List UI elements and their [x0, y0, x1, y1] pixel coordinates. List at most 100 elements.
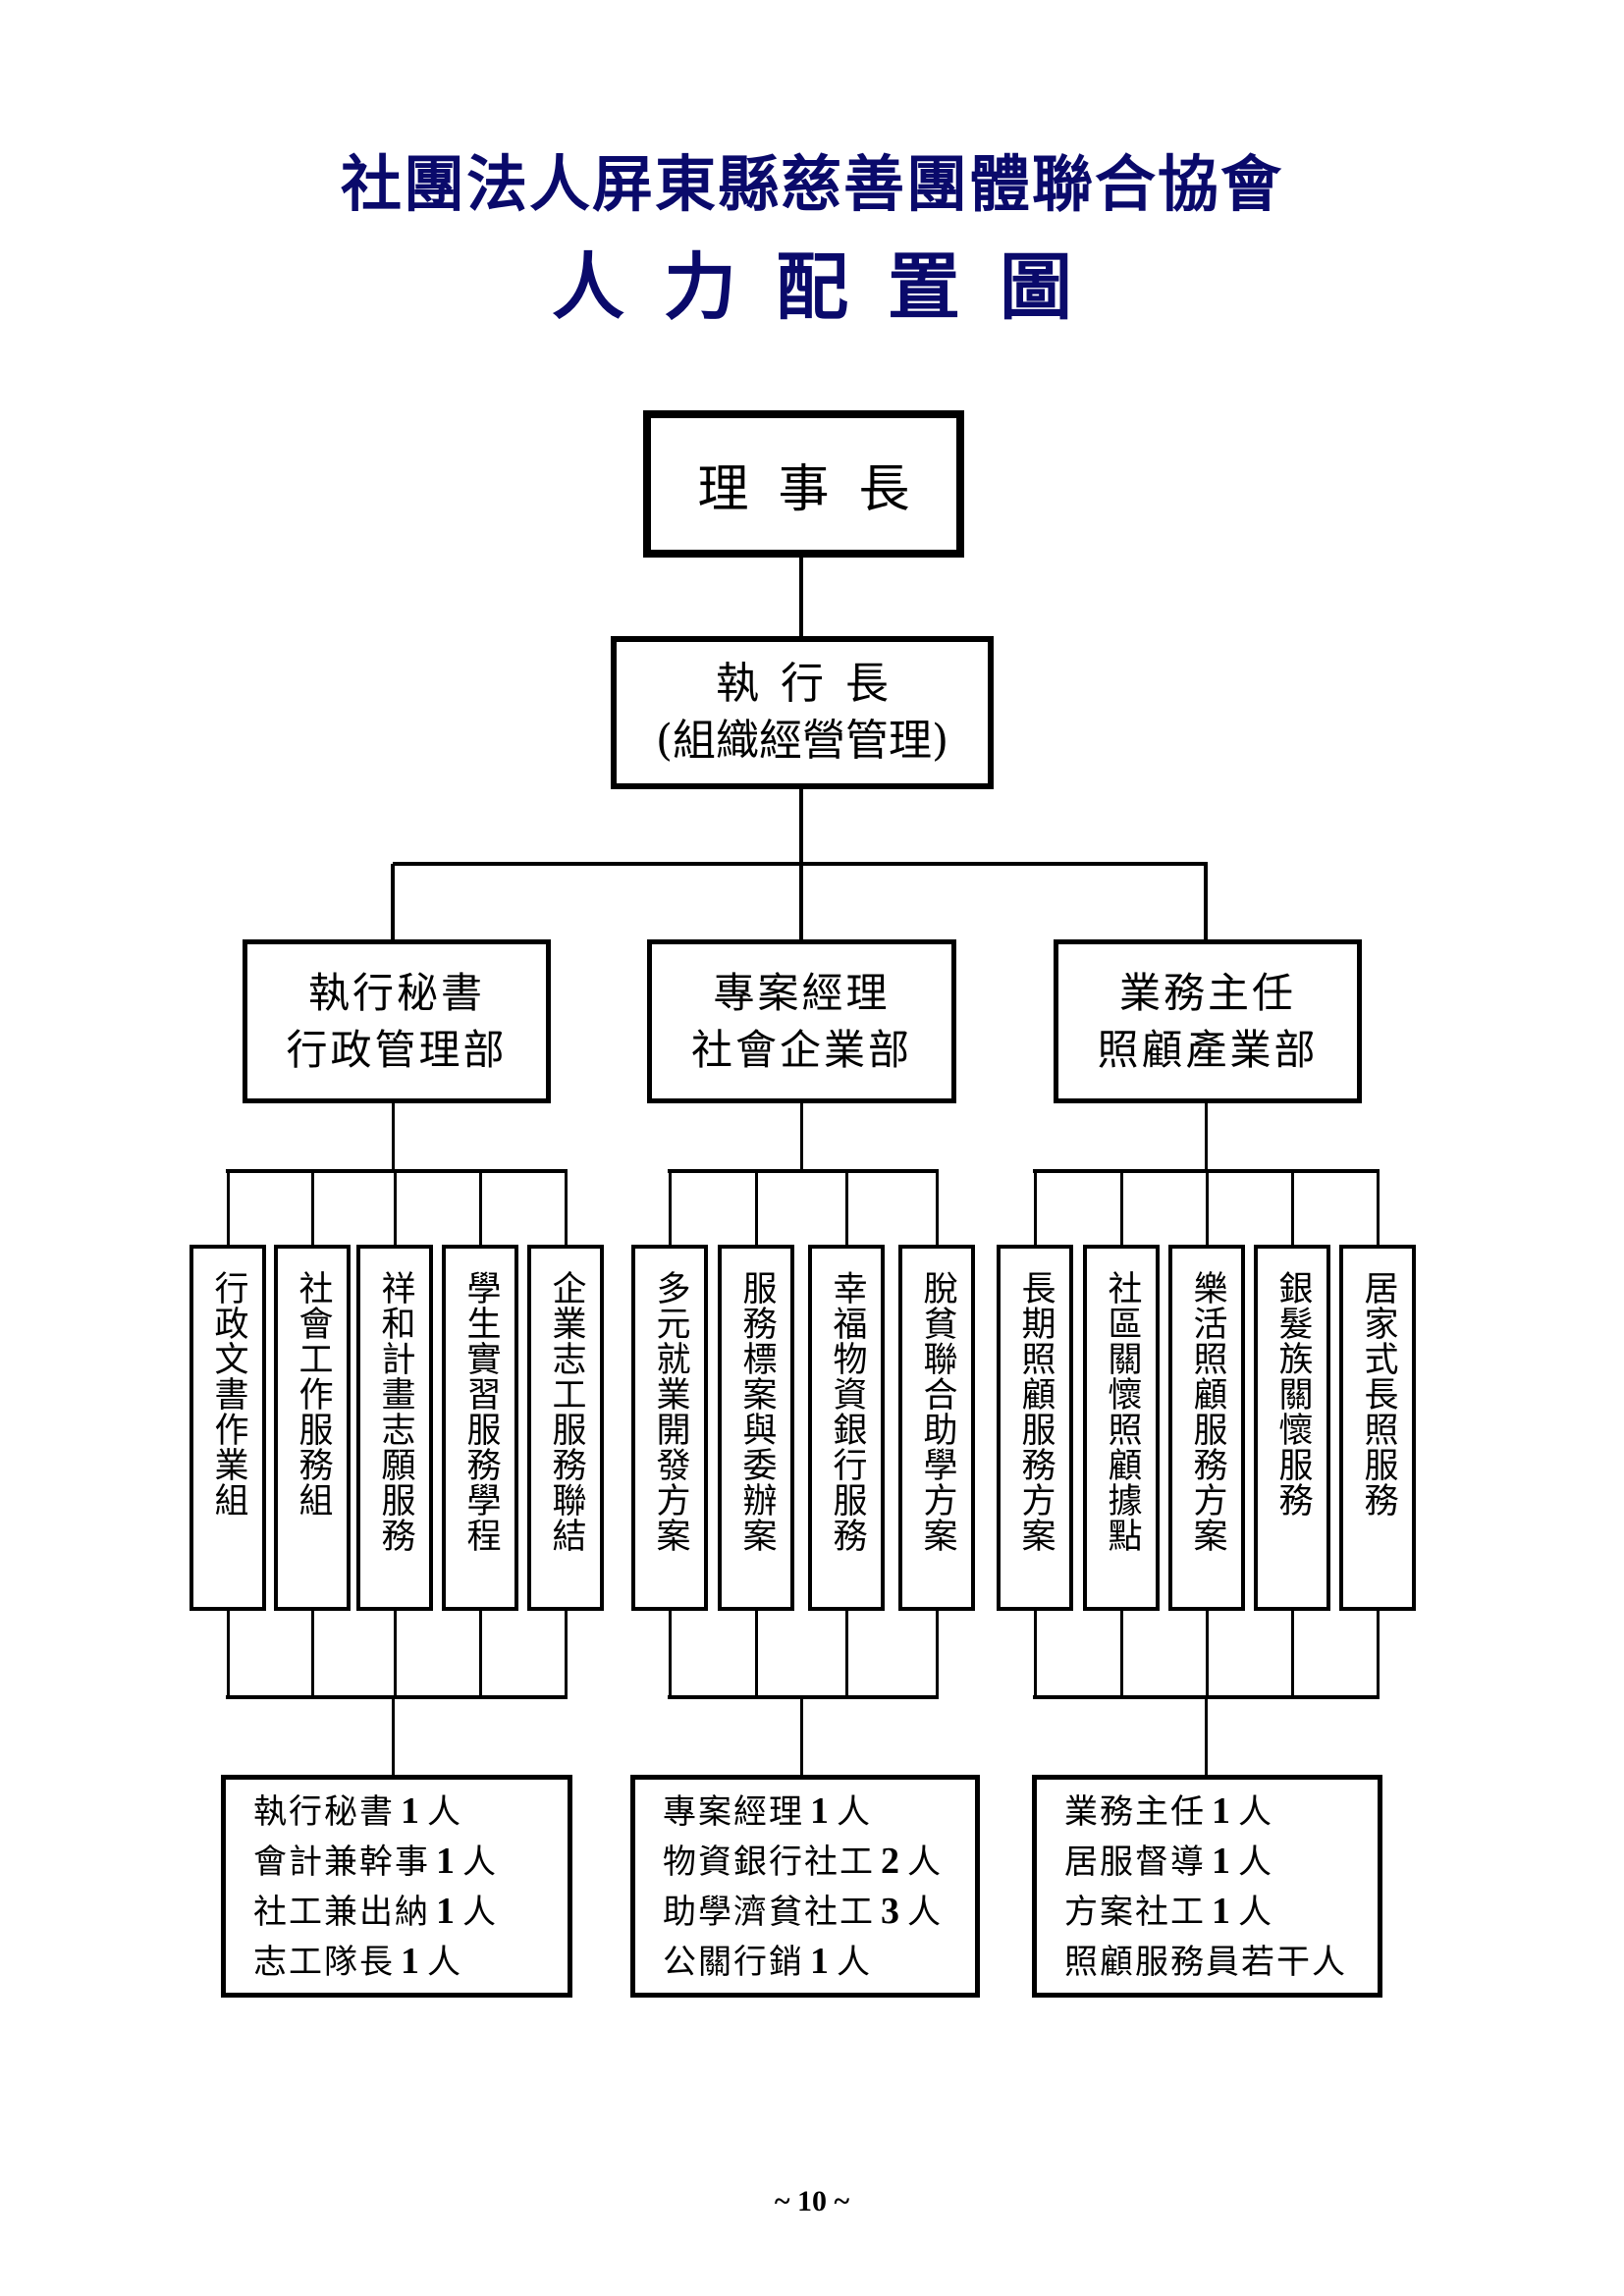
unit-box: 祥和計畫志願服務	[356, 1245, 433, 1611]
unit-label: 行政文書作業組	[208, 1270, 248, 1518]
staff-count: 1	[1212, 1789, 1232, 1832]
staff-role: 執行秘書	[253, 1791, 395, 1832]
staff-role: 會計兼幹事	[253, 1842, 430, 1882]
chairman-label: 理事長	[697, 459, 940, 519]
connector-line	[565, 1608, 568, 1697]
unit-label: 多元就業開發方案	[650, 1270, 690, 1553]
staff-count: 1	[1212, 1840, 1232, 1882]
staff-count: 1	[436, 1840, 457, 1882]
staff-suffix: 人	[907, 1892, 943, 1932]
unit-box: 社會工作服務組	[274, 1245, 351, 1611]
connector-line	[1291, 1608, 1294, 1697]
staff-suffix: 人	[462, 1842, 498, 1882]
staff-suffix: 人	[427, 1791, 462, 1832]
staff-count: 1	[401, 1940, 421, 1982]
connector-line	[394, 1171, 397, 1247]
connector-line	[799, 864, 803, 942]
unit-box: 銀髮族關懷服務	[1254, 1245, 1330, 1611]
unit-box: 脫貧聯合助學方案	[898, 1245, 975, 1611]
connector-line	[755, 1171, 758, 1247]
connector-line	[1034, 1608, 1037, 1697]
connector-line	[392, 1101, 395, 1171]
page-number: ~ 10 ~	[774, 2185, 850, 2217]
unit-label: 長期照顧服務方案	[1015, 1270, 1056, 1553]
connector-line	[1291, 1171, 1294, 1247]
unit-label: 居家式長照服務	[1358, 1270, 1398, 1518]
connector-line	[392, 1697, 395, 1777]
connector-line	[1205, 1101, 1208, 1171]
connector-line	[800, 1101, 803, 1171]
connector-line	[391, 864, 395, 942]
staff-row: 照顧服務員若干人	[1064, 1937, 1347, 1987]
department-box: 執行秘書行政管理部	[243, 939, 551, 1103]
unit-label: 社會工作服務組	[293, 1270, 333, 1518]
department-name: 照顧產業部	[1097, 1025, 1319, 1074]
unit-box: 居家式長照服務	[1339, 1245, 1416, 1611]
unit-box: 幸福物資銀行服務	[808, 1245, 885, 1611]
unit-label: 學生實習服務學程	[460, 1270, 501, 1553]
staff-role: 專案經理	[663, 1791, 804, 1832]
connector-line	[479, 1171, 482, 1247]
chairman-box: 理事長	[643, 410, 964, 558]
staff-role: 公關行銷	[663, 1942, 804, 1982]
connector-line	[311, 1171, 314, 1247]
staff-role: 業務主任	[1064, 1791, 1206, 1832]
department-name: 行政管理部	[286, 1025, 508, 1074]
unit-box: 服務標案與委辦案	[718, 1245, 794, 1611]
staff-role: 助學濟貧社工	[663, 1892, 875, 1932]
ceo-subtitle: (組織經營管理)	[655, 716, 949, 766]
staff-role: 方案社工	[1064, 1892, 1206, 1932]
staff-count: 1	[436, 1890, 457, 1932]
staff-count: 3	[881, 1890, 901, 1932]
unit-label: 銀髮族關懷服務	[1272, 1270, 1313, 1518]
department-box: 專案經理社會企業部	[647, 939, 956, 1103]
connector-line	[668, 1169, 939, 1173]
unit-label: 服務標案與委辦案	[736, 1270, 777, 1553]
connector-line	[227, 1171, 230, 1247]
unit-label: 幸福物資銀行服務	[827, 1270, 867, 1553]
unit-label: 樂活照顧服務方案	[1187, 1270, 1227, 1553]
connector-line	[565, 1171, 568, 1247]
department-head: 執行秘書	[307, 968, 485, 1017]
connector-line	[226, 1695, 568, 1699]
ceo-title: 執行長	[716, 659, 910, 709]
unit-label: 企業志工服務聯結	[546, 1270, 586, 1553]
staff-suffix: 人	[837, 1942, 872, 1982]
connector-line	[1377, 1171, 1380, 1247]
connector-line	[669, 1608, 672, 1697]
staff-role: 社工兼出納	[253, 1892, 430, 1932]
staff-count: 1	[810, 1789, 831, 1832]
staff-role: 照顧服務員若干	[1064, 1942, 1312, 1982]
connector-line	[311, 1608, 314, 1697]
org-title: 社團法人屏東縣慈善團體聯合協會	[340, 148, 1283, 220]
staff-role: 物資銀行社工	[663, 1842, 875, 1882]
unit-box: 樂活照顧服務方案	[1168, 1245, 1245, 1611]
staff-suffix: 人	[1238, 1892, 1273, 1932]
unit-box: 社區關懷照顧據點	[1083, 1245, 1160, 1611]
connector-line	[1204, 864, 1208, 942]
connector-line	[669, 1171, 672, 1247]
connector-line	[1205, 1697, 1208, 1777]
staff-suffix: 人	[1312, 1942, 1347, 1982]
staff-suffix: 人	[837, 1791, 872, 1832]
staff-suffix: 人	[427, 1942, 462, 1982]
ceo-box: 執行長 (組織經營管理)	[611, 636, 994, 789]
staff-suffix: 人	[1238, 1842, 1273, 1882]
chart-title: 人力配置圖	[552, 245, 1111, 330]
staff-suffix: 人	[907, 1842, 943, 1882]
staff-suffix: 人	[462, 1892, 498, 1932]
connector-line	[1377, 1608, 1380, 1697]
staff-role: 居服督導	[1064, 1842, 1206, 1882]
department-box: 業務主任照顧產業部	[1054, 939, 1362, 1103]
connector-line	[755, 1608, 758, 1697]
department-name: 社會企業部	[690, 1025, 912, 1074]
